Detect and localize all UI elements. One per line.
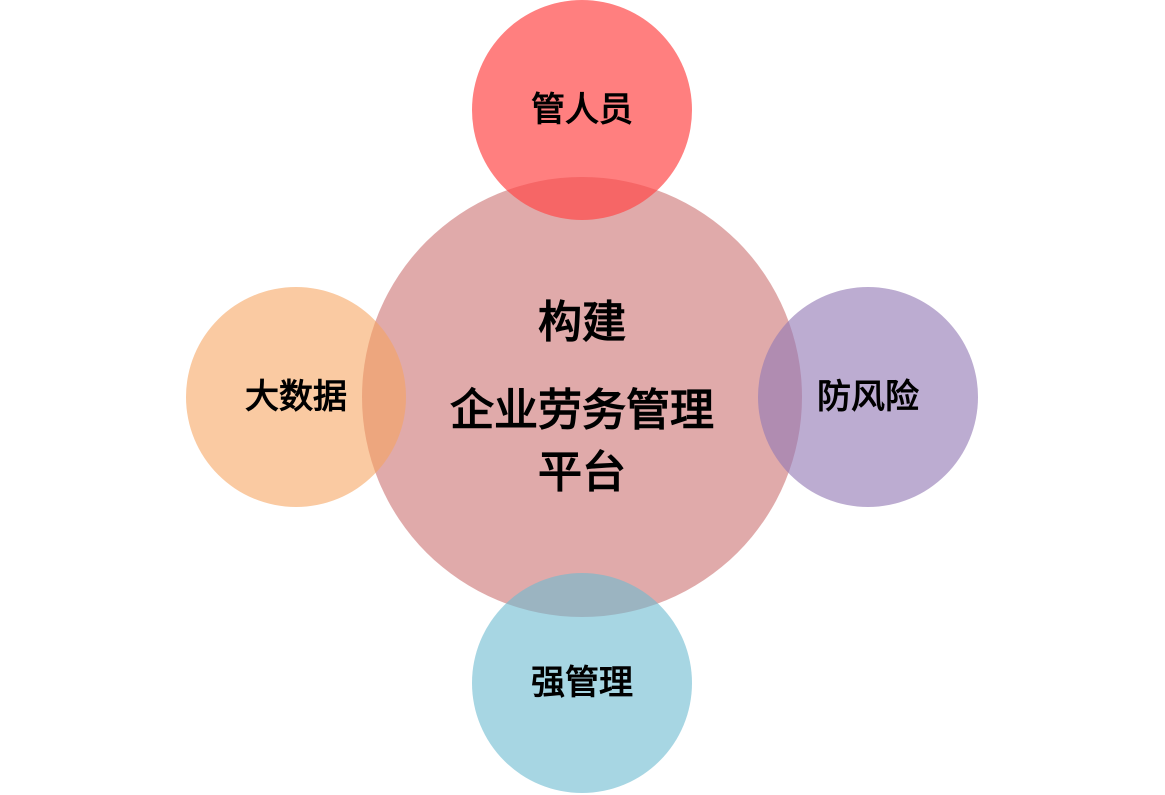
center-title-line-2: 企业劳务管理: [450, 385, 714, 436]
center-title-line-1: 构建: [538, 297, 626, 348]
node-label-top: 管人员: [531, 90, 633, 130]
top-circle: [472, 0, 692, 220]
node-label-right: 防风险: [817, 377, 919, 417]
right-circle: [758, 287, 978, 507]
left-circle: [186, 287, 406, 507]
node-label-left: 大数据: [245, 377, 347, 417]
center-title-line-3: 平台: [538, 447, 626, 498]
center-circle: [362, 177, 802, 617]
node-label-bottom: 强管理: [531, 663, 633, 703]
bottom-circle: [472, 573, 692, 793]
